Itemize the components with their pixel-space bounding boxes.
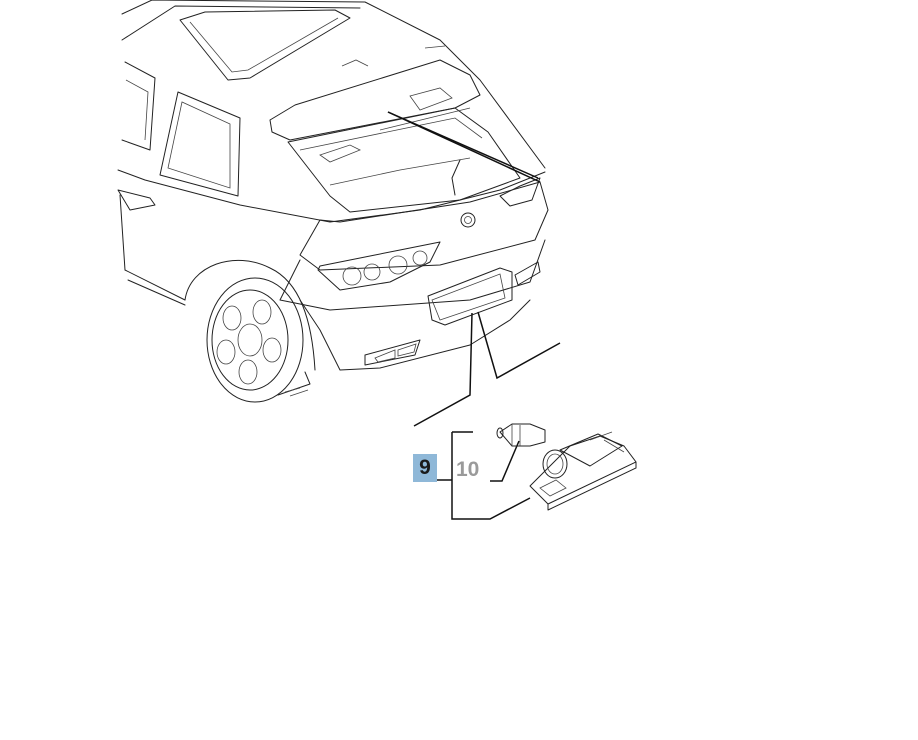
plate-light-housing-icon [529, 431, 637, 511]
car-rear-illustration [117, 0, 549, 403]
bulb-icon [496, 423, 546, 447]
rear-wheel [206, 277, 311, 403]
callout-item-9: 9 [413, 454, 437, 482]
callout-item-10: 10 [456, 458, 480, 481]
leader-lines [413, 311, 561, 520]
